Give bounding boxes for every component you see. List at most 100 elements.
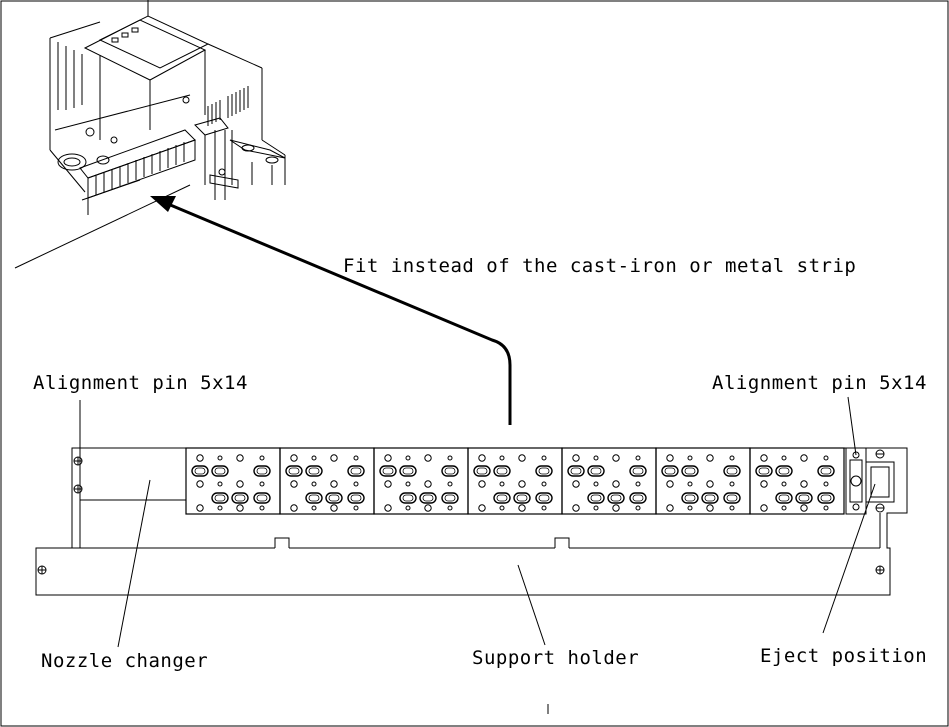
nozzle-dot bbox=[688, 506, 692, 510]
nozzle-slot-inner bbox=[309, 495, 319, 501]
nozzle-hole bbox=[385, 481, 391, 487]
nozzle-slot-inner bbox=[497, 468, 507, 474]
nozzle-hole bbox=[425, 481, 431, 487]
nozzle-slot bbox=[630, 466, 646, 476]
nozzle-dot bbox=[218, 482, 222, 486]
holder-screw-left bbox=[38, 566, 46, 574]
nozzle-dot bbox=[260, 506, 264, 510]
nozzle-hole bbox=[573, 455, 579, 461]
nozzle-slot bbox=[818, 493, 834, 503]
nozzle-slot bbox=[192, 466, 208, 476]
nozzle-slot-inner bbox=[383, 468, 393, 474]
nozzle-hole bbox=[291, 505, 297, 511]
nozzle-dot bbox=[824, 482, 828, 486]
nozzle-slot-inner bbox=[497, 495, 507, 501]
nozzle-slot bbox=[536, 493, 552, 503]
nozzle-slot bbox=[348, 493, 364, 503]
nozzle-dot bbox=[824, 456, 828, 460]
holder-notch-2 bbox=[555, 538, 569, 548]
nozzle-modules bbox=[186, 448, 844, 514]
nozzle-dot bbox=[824, 506, 828, 510]
nozzle-slot bbox=[776, 466, 792, 476]
nozzle-dot bbox=[406, 456, 410, 460]
nozzle-dot bbox=[730, 506, 734, 510]
nozzle-slot-inner bbox=[329, 495, 339, 501]
nozzle-dot bbox=[312, 506, 316, 510]
nozzle-slot-inner bbox=[759, 468, 769, 474]
nozzle-slot bbox=[348, 466, 364, 476]
nozzle-slot-inner bbox=[685, 495, 695, 501]
nozzle-hole bbox=[331, 455, 337, 461]
nozzle-dot bbox=[688, 456, 692, 460]
nozzle-dot bbox=[448, 506, 452, 510]
nozzle-slot bbox=[442, 493, 458, 503]
nozzle-slot bbox=[232, 493, 248, 503]
nozzle-slot bbox=[494, 466, 510, 476]
nozzle-dot bbox=[594, 456, 598, 460]
eject-position-label: Eject position bbox=[760, 645, 927, 667]
nozzle-hole bbox=[801, 455, 807, 461]
nozzle-dot bbox=[260, 456, 264, 460]
alignment-pin-right-label: Alignment pin 5x14 bbox=[712, 372, 927, 394]
nozzle-slot-inner bbox=[539, 468, 549, 474]
nozzle-slot bbox=[380, 466, 396, 476]
alignment-pin-left-mark bbox=[74, 457, 82, 493]
nozzle-slot bbox=[588, 466, 604, 476]
nozzle-hole bbox=[331, 505, 337, 511]
nozzle-slot bbox=[682, 493, 698, 503]
nozzle-hole bbox=[197, 455, 203, 461]
nozzle-slot bbox=[818, 466, 834, 476]
nozzle-slot bbox=[306, 466, 322, 476]
nozzle-slot-inner bbox=[591, 468, 601, 474]
nozzle-dot bbox=[218, 456, 222, 460]
leader-alignment-pin-right bbox=[848, 397, 856, 455]
nozzle-slot bbox=[212, 466, 228, 476]
nozzle-hole bbox=[519, 455, 525, 461]
nozzle-slot-inner bbox=[445, 495, 455, 501]
nozzle-hole bbox=[613, 481, 619, 487]
nozzle-slot-inner bbox=[195, 468, 205, 474]
nozzle-slot bbox=[776, 493, 792, 503]
nozzle-hole bbox=[761, 455, 767, 461]
nozzle-hole bbox=[667, 481, 673, 487]
nozzle-slot-inner bbox=[779, 468, 789, 474]
nozzle-slot-inner bbox=[477, 468, 487, 474]
nozzle-dot bbox=[448, 456, 452, 460]
nozzle-dot bbox=[500, 506, 504, 510]
nozzle-dot bbox=[354, 456, 358, 460]
nozzle-dot bbox=[636, 506, 640, 510]
nozzle-slot bbox=[536, 466, 552, 476]
nozzle-hole bbox=[291, 481, 297, 487]
nozzle-dot bbox=[312, 482, 316, 486]
nozzle-slot bbox=[474, 466, 490, 476]
nozzle-slot bbox=[568, 466, 584, 476]
nozzle-slot-inner bbox=[257, 468, 267, 474]
nozzle-slot bbox=[442, 466, 458, 476]
nozzle-slot-inner bbox=[517, 495, 527, 501]
nozzle-slot-inner bbox=[235, 495, 245, 501]
eject-position-block bbox=[846, 448, 894, 514]
nozzle-slot-inner bbox=[799, 495, 809, 501]
nozzle-hole bbox=[667, 505, 673, 511]
nozzle-slot-inner bbox=[727, 468, 737, 474]
nozzle-dot bbox=[448, 482, 452, 486]
nozzle-hole bbox=[425, 455, 431, 461]
nozzle-hole bbox=[707, 481, 713, 487]
nozzle-slot bbox=[702, 493, 718, 503]
nozzle-slot bbox=[494, 493, 510, 503]
nozzle-slot-inner bbox=[633, 495, 643, 501]
nozzle-dot bbox=[260, 482, 264, 486]
nozzle-slot-inner bbox=[403, 495, 413, 501]
nozzle-dot bbox=[542, 456, 546, 460]
nozzle-slot-inner bbox=[779, 495, 789, 501]
nozzle-slot-inner bbox=[309, 468, 319, 474]
nozzle-slot-inner bbox=[705, 495, 715, 501]
nozzle-slot-inner bbox=[215, 495, 225, 501]
nozzle-hole bbox=[519, 481, 525, 487]
support-holder-label: Support holder bbox=[472, 647, 639, 669]
nozzle-dot bbox=[636, 482, 640, 486]
nozzle-slot-inner bbox=[727, 495, 737, 501]
alignment-pin-left-label: Alignment pin 5x14 bbox=[33, 372, 248, 394]
